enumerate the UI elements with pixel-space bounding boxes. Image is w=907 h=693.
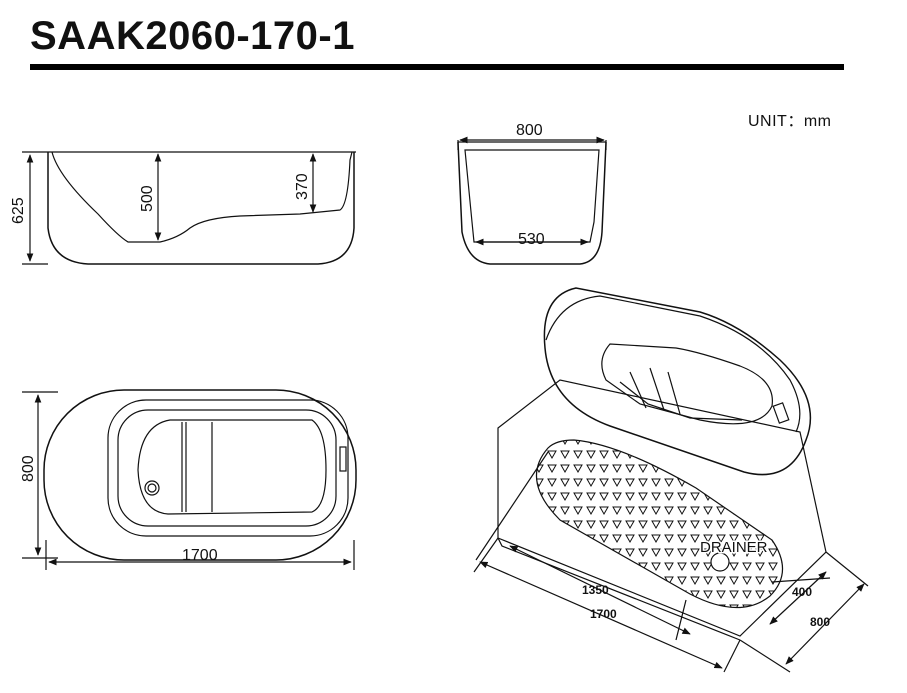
iso-mat-length-label: 1350 [582,583,609,597]
drawing-title: SAAK2060-170-1 [30,14,355,58]
end-bottom-width-label: 530 [518,231,545,248]
end-top-width-label: 800 [516,122,543,139]
side-inner-depth-label: 500 [139,185,156,212]
end-view: 800 530 [457,122,607,265]
drain-circle [144,480,160,496]
top-width-label: 800 [20,455,37,482]
iso-base-width-label: 800 [810,615,830,629]
iso-base-length-label: 1700 [590,607,617,621]
unit-label: UNIT：mm [748,113,832,130]
top-view: 800 1700 [20,389,357,570]
bath-mat [535,439,784,609]
side-height-label: 625 [10,197,27,224]
top-length-label: 1700 [182,547,218,564]
side-seat-depth-label: 370 [294,173,311,200]
side-view: 625 500 370 [10,151,356,265]
title-underline [30,64,844,70]
drainer-label: DRAINER [700,539,768,556]
iso-mat-width-label: 400 [792,585,812,599]
iso-view: DRAINER 1350 1700 400 800 [473,287,869,673]
